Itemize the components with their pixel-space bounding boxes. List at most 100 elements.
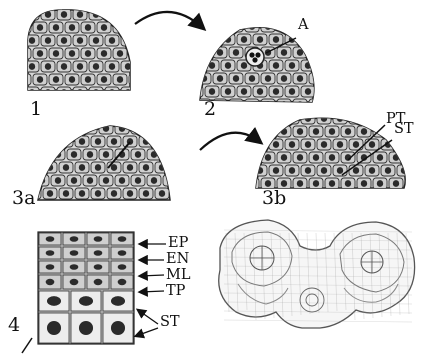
cell-nucleus [101, 50, 107, 57]
cell-nucleus [265, 128, 271, 135]
cell [83, 123, 97, 134]
cell-nucleus [135, 151, 141, 158]
cell-nucleus [233, 23, 239, 30]
cell-nucleus [193, 88, 199, 95]
cell [99, 201, 113, 212]
cell-nucleus [305, 62, 311, 69]
cell [349, 113, 363, 124]
cell-nucleus [265, 180, 271, 187]
cell-nucleus [321, 167, 327, 174]
cell-nucleus [361, 180, 367, 187]
cell-nucleus [409, 154, 415, 161]
panel-3a-micrograph [27, 123, 185, 212]
cell-nucleus [135, 177, 141, 184]
cell-nucleus [95, 190, 101, 197]
cell-nucleus [167, 125, 173, 132]
cell-nucleus [193, 62, 199, 69]
wall-layer-nucleus [111, 296, 125, 306]
wall-layer-nucleus [46, 236, 55, 242]
cell [277, 99, 291, 110]
cell-nucleus [69, 76, 75, 83]
wall-layer-nucleus [70, 236, 79, 242]
cell-nucleus [297, 128, 303, 135]
cell [293, 99, 307, 110]
cell-nucleus [69, 24, 75, 31]
cell-nucleus [47, 190, 53, 197]
cell-nucleus [71, 203, 77, 210]
cell-nucleus [273, 88, 279, 95]
panel-1-micrograph [17, 9, 143, 98]
cell-nucleus [233, 101, 239, 108]
cell [261, 21, 275, 32]
cell-nucleus [53, 24, 59, 31]
wall-layer-nucleus [46, 264, 55, 270]
cell [285, 113, 299, 124]
cell-nucleus [143, 138, 149, 145]
cell-nucleus [329, 128, 335, 135]
cell-nucleus [135, 125, 141, 132]
cell-nucleus [273, 167, 279, 174]
cell-nucleus [257, 36, 263, 43]
cell-nucleus [29, 11, 35, 18]
cell-nucleus [87, 203, 93, 210]
cell-nucleus [241, 62, 247, 69]
cell-nucleus [29, 37, 35, 44]
corner-pointer-line [22, 338, 32, 353]
cell-nucleus [209, 36, 215, 43]
cell-nucleus [111, 164, 117, 171]
panel-2-micrograph [189, 21, 331, 110]
cell-nucleus [313, 180, 319, 187]
cell-nucleus [305, 141, 311, 148]
cell [365, 113, 379, 124]
cell-nucleus [361, 128, 367, 135]
cell-nucleus [53, 76, 59, 83]
cell-nucleus [369, 115, 375, 122]
cell-nucleus [109, 37, 115, 44]
cell-nucleus [337, 115, 343, 122]
cell-nucleus [297, 180, 303, 187]
cell-nucleus [329, 180, 335, 187]
cell [83, 201, 97, 212]
cell-nucleus [85, 24, 91, 31]
cell-nucleus [257, 115, 263, 122]
cell-nucleus [289, 115, 295, 122]
cell [197, 21, 211, 32]
cell-nucleus [39, 125, 45, 132]
cell-nucleus [117, 50, 123, 57]
cell [163, 201, 177, 212]
cell-nucleus [87, 151, 93, 158]
cell-nucleus [249, 101, 255, 108]
cell-nucleus [119, 203, 125, 210]
cell-nucleus [159, 138, 165, 145]
cell-nucleus [369, 141, 375, 148]
cell-nucleus [79, 138, 85, 145]
panel-label-1: 1 [30, 100, 42, 119]
cell-nucleus [21, 76, 27, 83]
panel-label-3b: 3b [262, 189, 286, 208]
cell-nucleus [241, 88, 247, 95]
panel-label-3a: 3a [12, 189, 35, 208]
cell [59, 136, 73, 147]
cell-nucleus [249, 180, 255, 187]
cell [163, 149, 177, 160]
cell-nucleus [143, 164, 149, 171]
cell-nucleus [329, 154, 335, 161]
cell [67, 201, 81, 212]
cell-nucleus [249, 154, 255, 161]
cell-nucleus [313, 23, 319, 30]
cell-nucleus [85, 50, 91, 57]
cell-nucleus [47, 138, 53, 145]
cell [121, 87, 135, 98]
cell [253, 113, 267, 124]
cell-nucleus [193, 36, 199, 43]
cell-nucleus [31, 164, 37, 171]
cell-nucleus [55, 125, 61, 132]
cell-nucleus [77, 63, 83, 70]
cell-nucleus [337, 141, 343, 148]
cell-nucleus [273, 36, 279, 43]
cell-nucleus [233, 75, 239, 82]
cell [115, 201, 129, 212]
cell-nucleus [409, 180, 415, 187]
cell [147, 201, 161, 212]
